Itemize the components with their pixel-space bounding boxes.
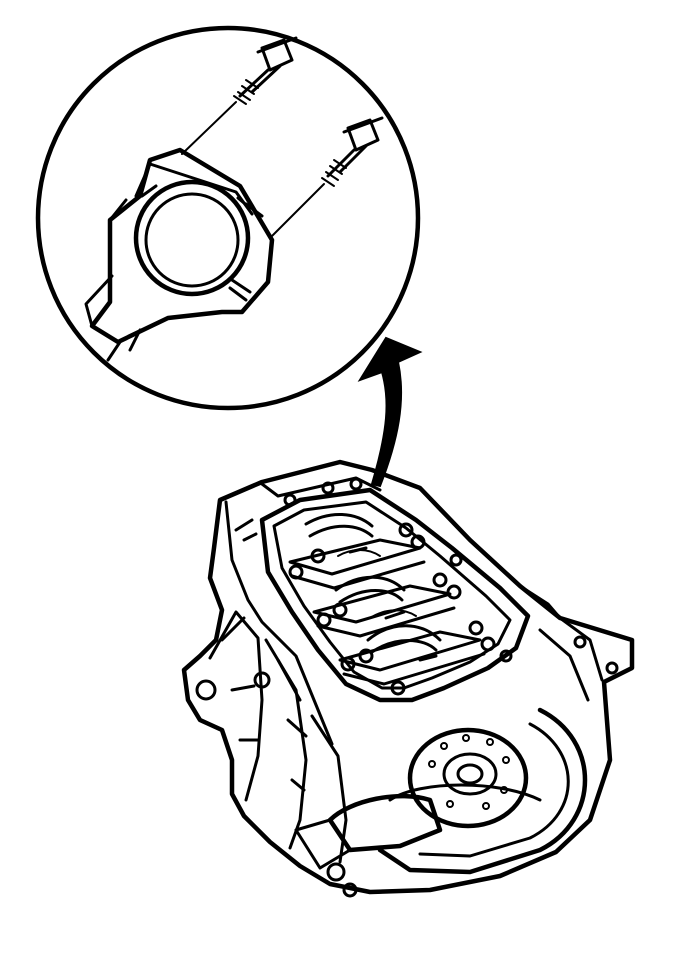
- cap-bolts: [283, 477, 513, 696]
- callout-arrow: [357, 336, 423, 488]
- bearing-bore-inner: [144, 192, 240, 288]
- crank-flange: [407, 727, 529, 829]
- detail-circle: [35, 25, 421, 411]
- connecting-rod: [84, 147, 275, 362]
- rod-cap-bolt-upper: [181, 36, 298, 155]
- rod-cap-bolt-lower: [271, 116, 384, 237]
- bearing-bore-outer: [133, 179, 251, 297]
- detail-view: [35, 25, 421, 411]
- crankshaft: [304, 512, 442, 662]
- engine-block: [181, 459, 635, 898]
